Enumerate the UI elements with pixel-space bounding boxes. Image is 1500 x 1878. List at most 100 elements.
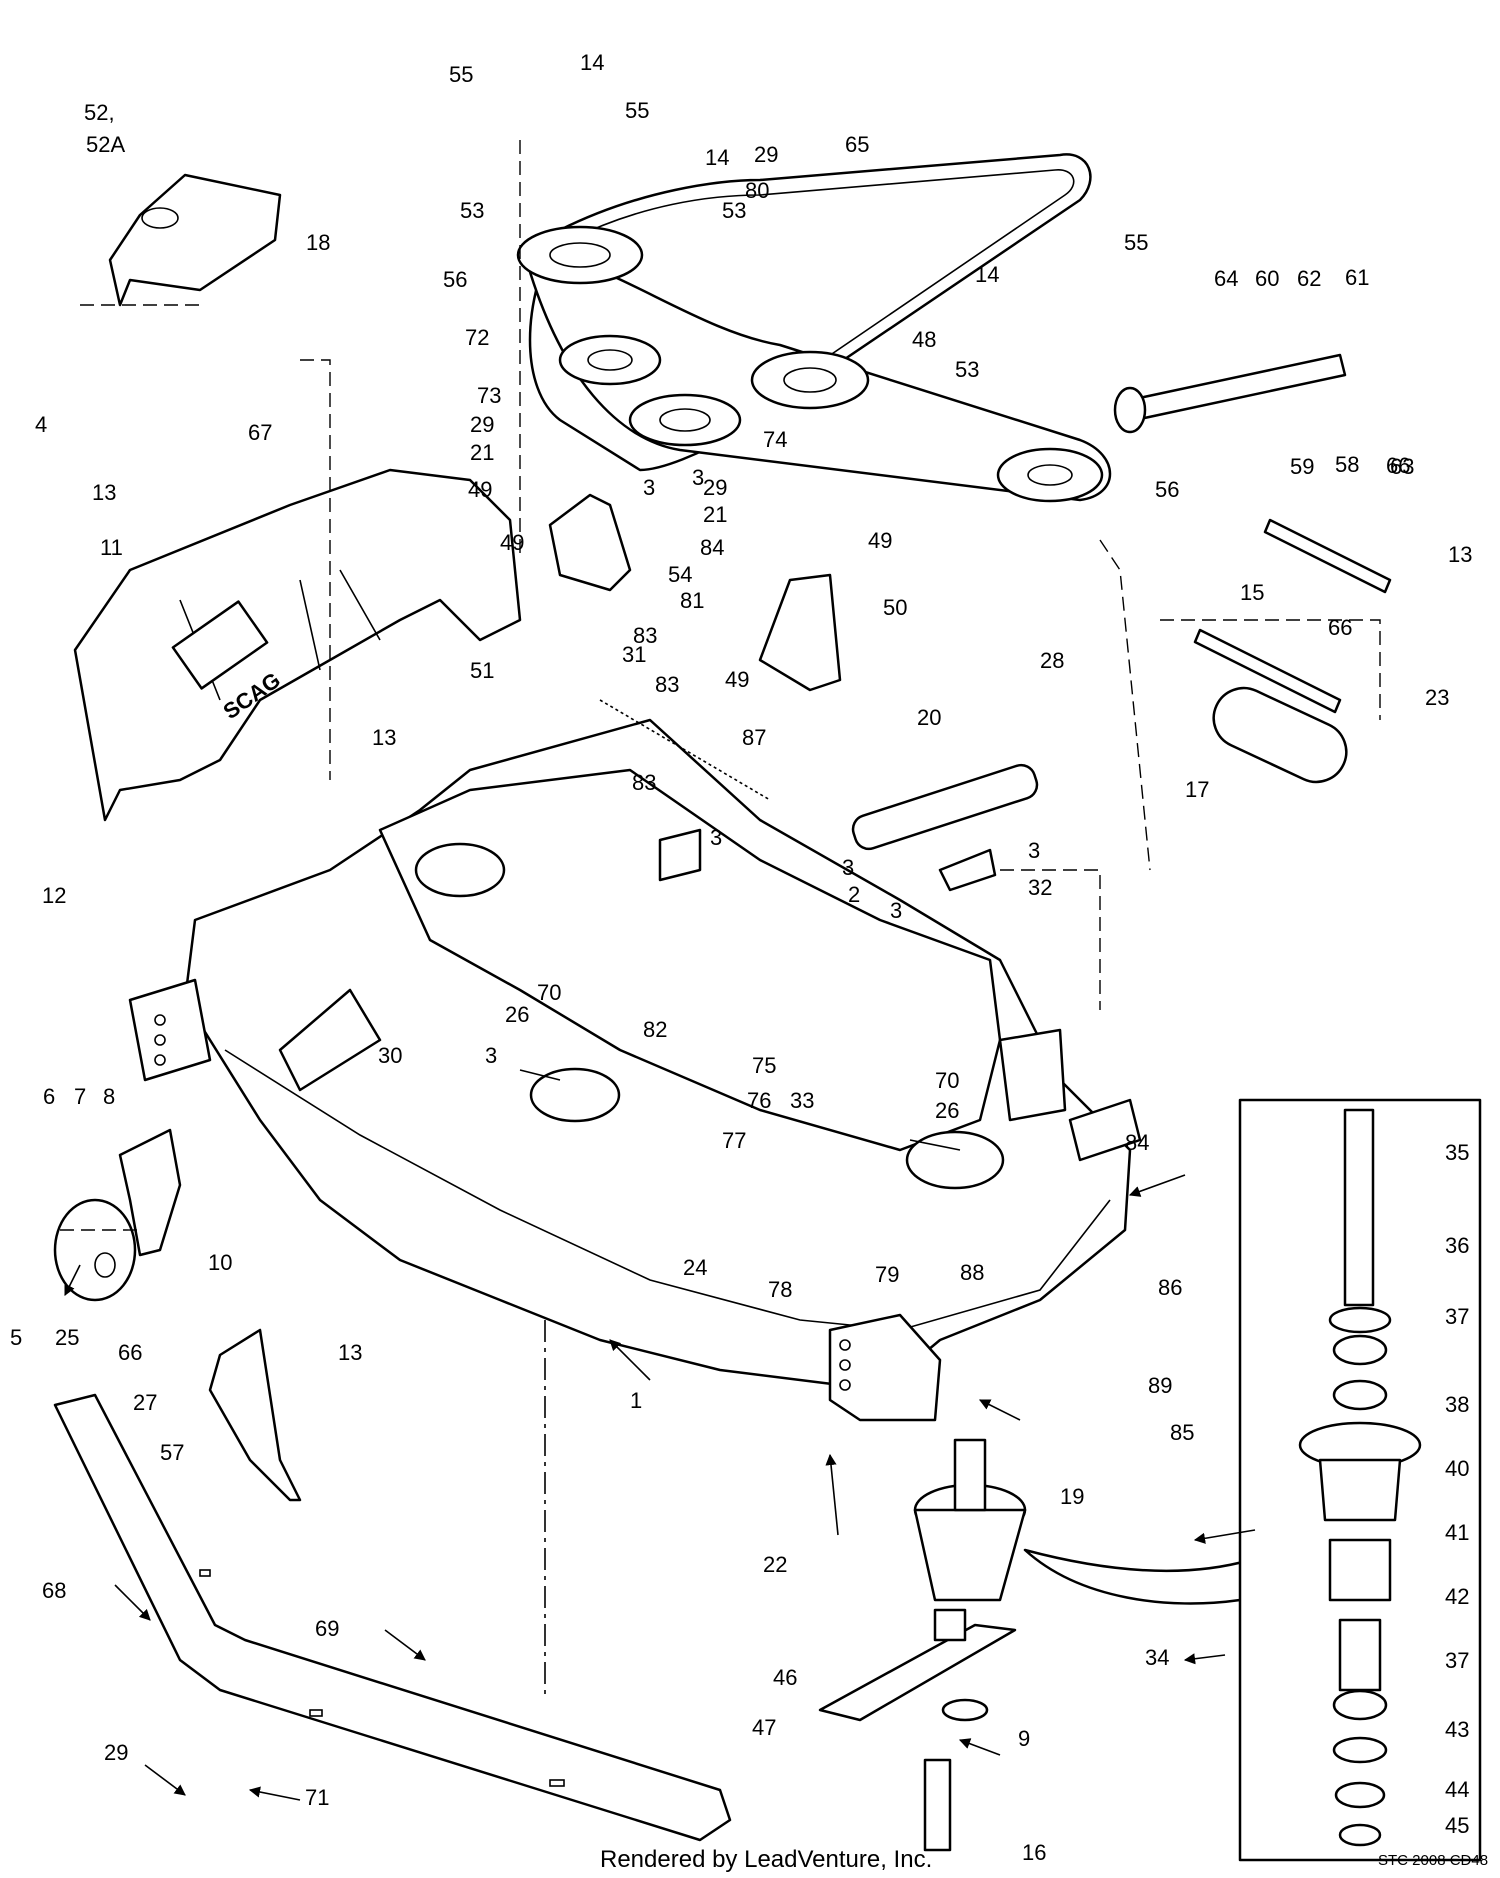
callout-69: 69	[315, 1616, 339, 1641]
callout-49: 49	[500, 530, 524, 555]
callout-56: 56	[1155, 477, 1179, 502]
callout-29: 29	[470, 412, 494, 437]
callout-52: 52,	[84, 100, 115, 125]
callout-13: 13	[92, 480, 116, 505]
callout-29: 29	[703, 475, 727, 500]
deflector-bracket-57	[208, 1328, 302, 1502]
callout-23: 23	[1425, 685, 1449, 710]
callout-38: 38	[1445, 1392, 1469, 1417]
callout-3: 3	[643, 475, 655, 500]
callout-76: 76	[747, 1088, 771, 1113]
callout-26: 26	[505, 1002, 529, 1027]
callout-70: 70	[935, 1068, 959, 1093]
callout-73: 73	[477, 383, 501, 408]
idler-arms-and-springs	[548, 493, 1039, 892]
callout-86: 86	[1158, 1275, 1182, 1300]
callout-44: 44	[1445, 1777, 1469, 1802]
callout-65: 65	[845, 132, 869, 157]
callout-52a: 52A	[86, 132, 125, 157]
callout-3: 3	[692, 465, 704, 490]
gauge-wheel-5	[53, 1128, 182, 1302]
callout-80: 80	[745, 178, 769, 203]
callout-14: 14	[580, 50, 604, 75]
callout-53: 53	[955, 357, 979, 382]
callout-55: 55	[449, 62, 473, 87]
callout-49: 49	[468, 477, 492, 502]
callout-62: 62	[1297, 266, 1321, 291]
callout-12: 12	[42, 883, 66, 908]
drawing-code: STC 2008 CD48	[1378, 1852, 1489, 1869]
callout-46: 46	[773, 1665, 797, 1690]
drive-belt-and-pulleys	[516, 153, 1112, 503]
callout-49: 49	[868, 528, 892, 553]
callout-53: 53	[460, 198, 484, 223]
callout-45: 45	[1445, 1813, 1469, 1838]
callout-78: 78	[768, 1277, 792, 1302]
callout-13: 13	[338, 1340, 362, 1365]
discharge-chute: SCAG	[73, 468, 522, 822]
callout-57: 57	[160, 1440, 184, 1465]
callout-7: 7	[74, 1084, 86, 1109]
callout-77: 77	[722, 1128, 746, 1153]
callout-47: 47	[752, 1715, 776, 1740]
callout-2: 2	[848, 882, 860, 907]
callout-4: 4	[35, 412, 47, 437]
callout-32: 32	[1028, 875, 1052, 900]
callout-66: 66	[118, 1340, 142, 1365]
callout-33: 33	[790, 1088, 814, 1113]
callout-68: 68	[42, 1578, 66, 1603]
callout-49: 49	[725, 667, 749, 692]
callout-29: 29	[104, 1740, 128, 1765]
callout-84: 84	[1125, 1130, 1149, 1155]
spindle-assembly	[818, 1438, 1252, 1852]
callout-66: 66	[1386, 453, 1410, 478]
callout-84: 84	[700, 535, 724, 560]
callout-56: 56	[443, 267, 467, 292]
callout-88: 88	[960, 1260, 984, 1285]
callout-58: 58	[1335, 452, 1359, 477]
callout-37: 37	[1445, 1304, 1469, 1329]
callout-53: 53	[722, 198, 746, 223]
callout-40: 40	[1445, 1456, 1469, 1481]
callout-21: 21	[470, 440, 494, 465]
callout-27: 27	[133, 1390, 157, 1415]
callout-75: 75	[752, 1053, 776, 1078]
callout-50: 50	[883, 595, 907, 620]
callout-9: 9	[1018, 1726, 1030, 1751]
callout-30: 30	[378, 1043, 402, 1068]
callout-83: 83	[633, 623, 657, 648]
callout-89: 89	[1148, 1373, 1172, 1398]
callout-11: 11	[100, 535, 123, 560]
callout-15: 15	[1240, 580, 1264, 605]
callout-64: 64	[1214, 266, 1238, 291]
anti-scalp-roller-17	[1212, 686, 1348, 784]
callout-22: 22	[763, 1552, 787, 1577]
callout-54: 54	[668, 562, 692, 587]
callout-36: 36	[1445, 1233, 1469, 1258]
callout-14: 14	[975, 262, 999, 287]
callout-13: 13	[1448, 542, 1472, 567]
callout-leaders	[64, 1174, 1256, 1801]
callout-13: 13	[372, 725, 396, 750]
callout-61: 61	[1345, 265, 1369, 290]
callout-1: 1	[630, 1388, 642, 1413]
callout-51: 51	[470, 658, 494, 683]
callout-43: 43	[1445, 1717, 1469, 1742]
roller-shafts	[1113, 353, 1392, 714]
callout-70: 70	[537, 980, 561, 1005]
callout-41: 41	[1445, 1520, 1469, 1545]
callout-19: 19	[1060, 1484, 1084, 1509]
callout-79: 79	[875, 1262, 899, 1287]
callout-3: 3	[485, 1043, 497, 1068]
callout-31: 31	[622, 642, 646, 667]
callout-20: 20	[917, 705, 941, 730]
callout-66: 66	[1328, 615, 1352, 640]
callout-67: 67	[248, 420, 272, 445]
callout-10: 10	[208, 1250, 232, 1275]
callout-71: 71	[305, 1785, 329, 1810]
callout-34: 34	[1145, 1645, 1169, 1670]
construction-lines	[60, 140, 1381, 1700]
callout-48: 48	[912, 327, 936, 352]
callout-59: 59	[1290, 454, 1314, 479]
